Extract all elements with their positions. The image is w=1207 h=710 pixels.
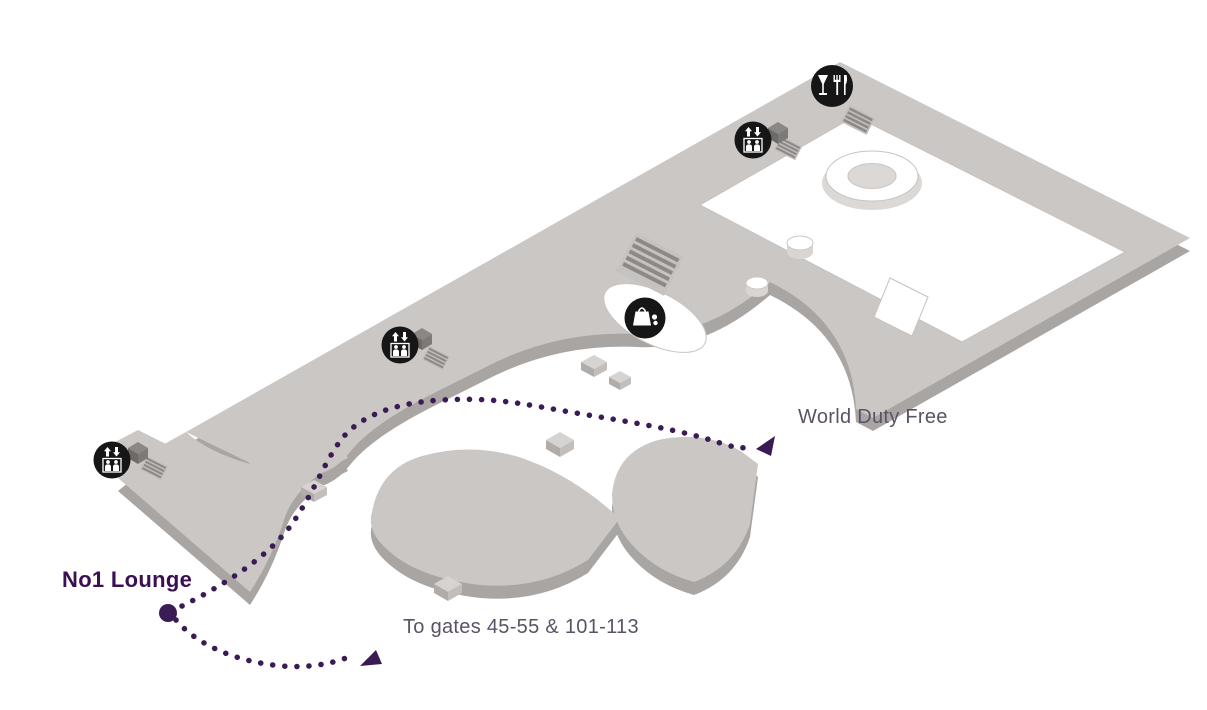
walking-routes (173, 396, 751, 670)
lift-icon (93, 441, 131, 479)
duty-free-label: World Duty Free (798, 406, 948, 428)
cylinder-kiosk (745, 276, 769, 297)
lift-icon (381, 326, 419, 364)
route-to-duty-free (179, 396, 751, 609)
circular-seating-ring (822, 150, 922, 210)
duty-free-arrowhead (756, 436, 775, 456)
lift-shaft-block (768, 122, 788, 144)
lounge-label: No1 Lounge (62, 567, 193, 592)
dining-icon (811, 65, 853, 107)
duty-free-shopping-icon (624, 297, 666, 339)
gates-arrowhead (360, 650, 382, 666)
courtyard-slot (873, 277, 929, 337)
kiosk-box (581, 355, 607, 377)
lift-shaft-block (128, 442, 148, 464)
route-to-gates (173, 617, 349, 670)
kiosk-box (434, 576, 462, 601)
lift-icon (734, 121, 772, 159)
courtyard-opening (698, 115, 1127, 343)
lounge-location-dot (159, 604, 177, 622)
cylinder-kiosk (786, 235, 814, 259)
kiosk-box (609, 371, 631, 390)
kiosk-box (546, 432, 574, 457)
gates-label: To gates 45-55 & 101-113 (403, 616, 639, 638)
